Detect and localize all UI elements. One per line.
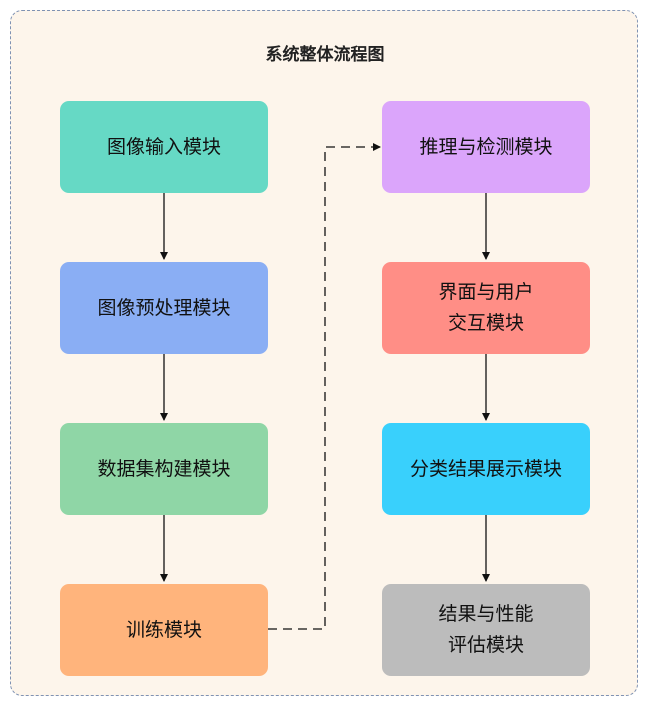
node-result-display: 分类结果展示模块 [382,423,590,515]
edge-training-to-inference [268,143,381,630]
node-training: 训练模块 [60,584,268,676]
node-evaluation: 结果与性能 评估模块 [382,584,590,676]
node-dataset-build: 数据集构建模块 [60,423,268,515]
node-image-input: 图像输入模块 [60,101,268,193]
node-inference-detection: 推理与检测模块 [382,101,590,193]
node-preprocessing: 图像预处理模块 [60,262,268,354]
diagram-title: 系统整体流程图 [265,45,385,65]
node-ui-interaction: 界面与用户 交互模块 [382,262,590,354]
